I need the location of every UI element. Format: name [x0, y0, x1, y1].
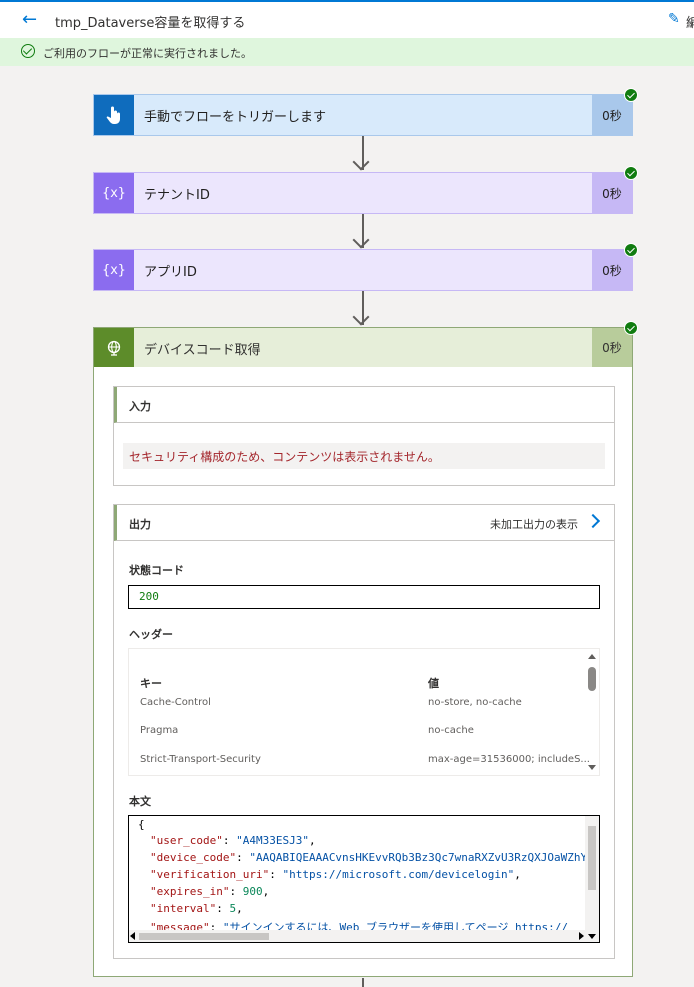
success-check-icon [624, 243, 638, 257]
connector-arrow [352, 136, 373, 172]
scroll-left-icon[interactable] [130, 932, 135, 940]
step-device-code-card: デバイスコード取得 0秒 入力 セキュリティ構成のため、コンテンツは表示されませ… [93, 327, 633, 977]
step-header[interactable]: デバイスコード取得 0秒 [94, 328, 632, 367]
variable-icon: {x} [94, 250, 134, 290]
step-app-id-card[interactable]: {x} アプリID 0秒 [93, 249, 633, 291]
scroll-thumb[interactable] [588, 667, 596, 691]
table-row: Cache-Control no-store, no-cache [129, 689, 587, 717]
body-json-viewer[interactable]: { "user_code": "A4M33ESJ3", "device_code… [128, 815, 600, 943]
step-duration: 0秒 [592, 173, 632, 213]
globe-icon [94, 328, 134, 367]
scroll-up-icon[interactable] [588, 654, 596, 659]
security-message: セキュリティ構成のため、コンテンツは表示されません。 [123, 443, 605, 469]
back-arrow-icon[interactable]: ← [22, 9, 38, 30]
headers-label: ヘッダー [129, 628, 173, 641]
step-tenant-id-card[interactable]: {x} テナントID 0秒 [93, 172, 633, 214]
step-trigger-card[interactable]: 手動でフローをトリガーします 0秒 [93, 94, 633, 136]
output-panel: 出力 未加工出力の表示 状態コード 200 ヘッダー キー 値 Cache-Co… [113, 504, 615, 959]
edit-button-label[interactable]: 編 [686, 16, 694, 31]
variable-icon: {x} [94, 173, 134, 213]
show-raw-output-link[interactable]: 未加工出力の表示 [490, 518, 578, 531]
header-value: max-age=31536000; includeS... [428, 754, 590, 765]
step-duration: 0秒 [592, 328, 632, 367]
scroll-thumb[interactable] [588, 826, 596, 890]
scroll-thumb[interactable] [139, 933, 269, 940]
step-label: 手動でフローをトリガーします [144, 110, 327, 125]
success-message: ご利用のフローが正常に実行されました。 [43, 47, 252, 60]
horizontal-scrollbar[interactable] [129, 930, 585, 942]
header-value: no-cache [428, 725, 474, 736]
key-column-header: キー [140, 677, 162, 690]
step-duration: 0秒 [592, 95, 632, 135]
step-label: デバイスコード取得 [144, 343, 261, 358]
input-panel-header: 入力 [114, 387, 614, 423]
output-panel-header: 出力 未加工出力の表示 [114, 505, 614, 541]
json-line: "user_code": "A4M33ESJ3", [150, 834, 316, 847]
step-label: アプリID [144, 265, 197, 280]
scroll-down-icon[interactable] [588, 765, 596, 770]
chevron-right-icon[interactable] [585, 513, 601, 529]
headers-table[interactable]: キー 値 Cache-Control no-store, no-cache Pr… [128, 648, 600, 776]
status-code-value: 200 [128, 585, 600, 609]
json-line: "device_code": "AAQABIQEAAACvnsHKEvvRQb3… [150, 851, 600, 864]
value-column-header: 値 [428, 677, 439, 690]
header-key: Pragma [140, 725, 179, 736]
success-check-icon [21, 44, 35, 58]
flow-title: tmp_Dataverse容量を取得する [55, 16, 246, 31]
input-panel-title: 入力 [129, 400, 151, 413]
step-label: テナントID [144, 188, 210, 203]
scroll-right-icon[interactable] [579, 932, 584, 940]
table-row: Strict-Transport-Security max-age=315360… [129, 746, 590, 774]
status-code-label: 状態コード [129, 564, 184, 577]
header-value: no-store, no-cache [428, 697, 522, 708]
header-key: Strict-Transport-Security [140, 754, 261, 765]
edit-pencil-icon[interactable]: ✎ [668, 11, 680, 27]
hand-pointer-icon [94, 95, 134, 135]
connector-arrow [353, 978, 373, 987]
header-key: Cache-Control [140, 697, 211, 708]
vertical-scrollbar[interactable] [585, 816, 599, 942]
vertical-scrollbar[interactable] [585, 649, 599, 775]
top-bar: ← tmp_Dataverse容量を取得する ✎ 編 [0, 0, 694, 38]
json-line: "expires_in": 900, [150, 885, 270, 898]
json-open-brace: { [138, 818, 145, 831]
success-check-icon [624, 88, 638, 102]
success-check-icon [624, 166, 638, 180]
output-panel-title: 出力 [129, 518, 151, 531]
success-check-icon [624, 321, 638, 335]
input-panel: 入力 セキュリティ構成のため、コンテンツは表示されません。 [113, 386, 615, 486]
table-row: Pragma no-cache [129, 717, 587, 745]
connector-arrow [352, 291, 373, 327]
json-line: "interval": 5, [150, 902, 243, 915]
step-duration: 0秒 [592, 250, 632, 290]
scroll-down-icon[interactable] [588, 934, 596, 939]
json-line: "verification_uri": "https://microsoft.c… [150, 868, 521, 881]
success-banner: ご利用のフローが正常に実行されました。 [0, 38, 694, 66]
body-label: 本文 [129, 795, 151, 808]
connector-arrow [352, 214, 373, 250]
